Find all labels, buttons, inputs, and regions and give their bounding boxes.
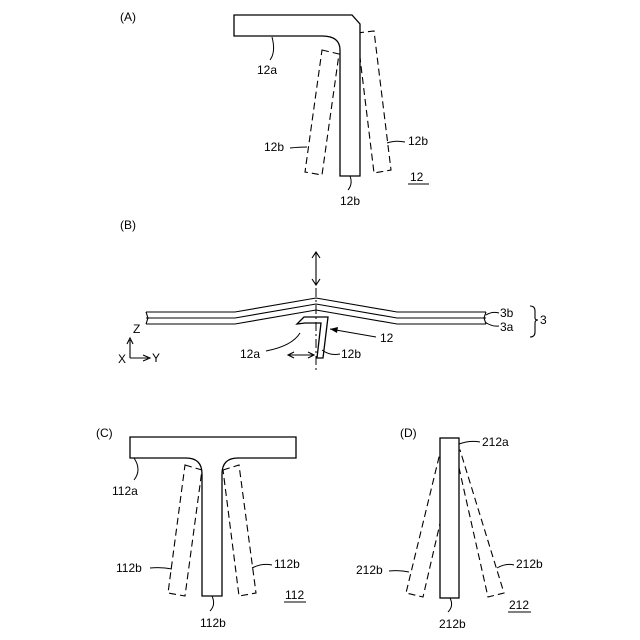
brace-3 [530,306,538,337]
leader-112b-right [252,564,272,568]
leader-12b-b [322,350,340,355]
coordinate-axes: Z X Y [118,322,160,366]
label-12b-b: 12b [341,347,361,361]
label-112b-right: 112b [274,557,300,571]
label-12a-b: 12a [240,347,260,361]
label-12b-right: 12b [408,134,428,148]
label-3: 3 [540,313,547,327]
panel-d-tag: (D) [400,426,417,440]
axis-label-y: Y [152,351,160,365]
label-3a: 3a [500,320,514,334]
label-12b-left: 12b [264,140,284,154]
label-112-ref: 112 [285,588,304,602]
label-212a: 212a [482,435,509,449]
axis-label-x: X [118,352,126,366]
leader-12b-bottom [348,176,351,190]
pointer-arrowhead-12 [330,327,338,333]
leader-212b-right [497,564,514,568]
member-112b-swing-left [168,465,202,596]
panel-b-tag: (B) [120,218,136,232]
label-12-arrow: 12 [380,331,394,345]
leader-112b-left [150,568,172,569]
label-112b-left: 112b [116,561,142,575]
panel-d: (D) 212a 212b 212b 212b 212 [356,426,543,631]
panel-b: (B) Z X Y [118,218,547,372]
leader-12a [270,37,274,60]
leader-3b [486,312,499,315]
label-212-ref: 212 [509,598,529,612]
leader-12b-right [387,141,405,143]
label-212b-right: 212b [516,557,543,571]
label-3b: 3b [500,306,514,320]
label-12b-bottom: 12b [340,194,360,208]
axis-label-z: Z [133,322,140,336]
member-12-section [297,317,328,358]
leader-112b-bottom [210,596,214,611]
leader-212a [459,441,480,444]
label-112b-bottom: 112b [200,616,226,630]
member-12b-swing-right [357,31,391,173]
leader-212b-bottom [448,598,452,612]
member-112b-swing-right [223,465,256,596]
leader-12b-left [290,147,307,148]
leader-112a [134,458,138,480]
leader-3a [485,322,499,326]
label-212b-bottom: 212b [439,617,466,631]
panel-a: (A) 12a 12b 12b 12b 12 [120,10,429,208]
member-112-t-shape [130,437,296,596]
member-12b-swing-left [305,50,339,175]
leader-12a-b [266,333,300,351]
panel-c: (C) 112a 112b 112b 112b 112 [96,426,306,630]
label-112a: 112a [112,484,138,498]
member-212b-swing-right [455,450,504,597]
leader-212b-left [389,571,409,572]
label-12-ref: 12 [410,170,424,184]
member-212-bar [440,438,459,598]
panel-c-tag: (C) [96,426,113,440]
label-212b-left: 212b [356,563,383,577]
member-12-l-shape [234,15,360,176]
label-12a: 12a [257,63,277,77]
panel-a-tag: (A) [120,10,136,24]
